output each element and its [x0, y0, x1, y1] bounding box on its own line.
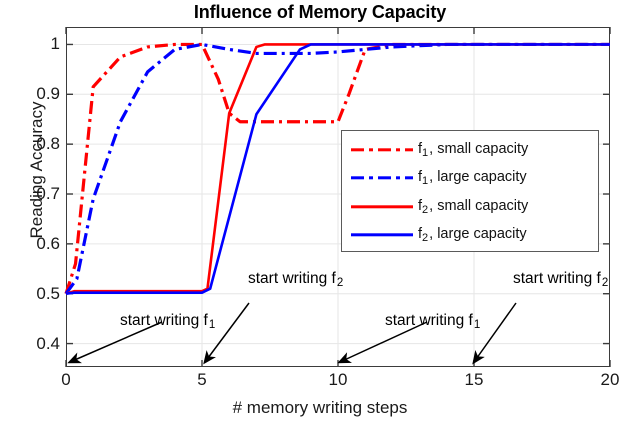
annotation-subscript: 2: [336, 277, 344, 289]
legend-label-rest: , small capacity: [429, 197, 529, 214]
y-tick-label: 0.9: [36, 84, 60, 104]
annotation-label: start writing f2: [248, 270, 343, 289]
legend-line-sample: [351, 143, 413, 157]
x-tick-label: 20: [600, 370, 620, 389]
legend-label-rest: , large capacity: [429, 169, 527, 185]
annotation-text: start writing f: [513, 270, 601, 287]
legend-item-0[interactable]: f1, small capacity: [342, 135, 598, 164]
legend-label: f1, large capacity: [418, 169, 527, 187]
data-series-layer: [64, 42, 610, 296]
y-tick-label: 0.8: [36, 134, 60, 154]
annotation-label: start writing f1: [120, 312, 215, 331]
plot-area: [64, 27, 611, 367]
legend-item-3[interactable]: f2, large capacity: [342, 221, 598, 250]
y-tick-label: 0.5: [36, 283, 60, 303]
annotation-arrow: [67, 321, 163, 364]
legend-label: f2, large capacity: [418, 226, 527, 244]
legend-label-subscript: 1: [422, 146, 429, 159]
annotation-text: start writing f: [120, 312, 208, 329]
x-tick-label: 10: [328, 370, 348, 389]
legend-label-subscript: 2: [422, 232, 429, 244]
legend-label: f1, small capacity: [418, 141, 528, 159]
annotation-label: start writing f1: [385, 312, 480, 331]
annotation-subscript: 2: [601, 277, 609, 289]
legend-line-sample: [351, 228, 413, 242]
x-tick-label: 5: [197, 370, 207, 389]
y-tick-label: 1: [50, 34, 60, 54]
legend-label-subscript: 1: [422, 175, 429, 187]
legend-label-main: f: [418, 169, 423, 185]
y-axis-tick-labels: 0.4 0.5 0.6 0.7 0.8 0.9 1: [0, 27, 60, 367]
legend-line-sample: [351, 171, 413, 185]
x-axis-title: # memory writing steps: [232, 398, 408, 417]
y-tick-label: 0.7: [36, 184, 60, 203]
annotation-text: start writing f: [385, 312, 473, 329]
legend-label-main: f: [418, 197, 423, 214]
series-line-1: [64, 42, 610, 295]
annotation-subscript: 1: [208, 319, 216, 331]
y-tick-label: 0.4: [36, 333, 60, 353]
legend-item-1[interactable]: f1, large capacity: [342, 164, 598, 193]
x-axis-tick-labels: 0 5 10 15 20: [61, 370, 619, 396]
legend-label-subscript: 2: [422, 203, 429, 216]
y-tick-label: 0.6: [36, 233, 60, 253]
annotation-arrow: [472, 302, 517, 365]
annotation-subscript: 1: [473, 319, 481, 331]
annotation-arrow: [203, 302, 250, 365]
series-line-0: [64, 42, 610, 295]
legend-label-main: f: [418, 226, 423, 242]
legend-label-rest: , large capacity: [429, 226, 527, 242]
annotation-arrow: [337, 321, 428, 364]
legend-label-rest: , small capacity: [429, 140, 529, 157]
annotation-label: start writing f2: [513, 270, 608, 289]
series-line-3: [65, 43, 610, 296]
x-tick-label: 15: [464, 370, 484, 389]
annotation-text: start writing f: [248, 270, 336, 287]
legend-label: f2, small capacity: [418, 198, 528, 216]
legend-item-2[interactable]: f2, small capacity: [342, 192, 598, 221]
chart-title: Influence of Memory Capacity: [193, 2, 447, 22]
x-tick-label: 0: [61, 370, 71, 389]
legend-line-sample: [351, 200, 413, 214]
legend-label-main: f: [418, 140, 423, 157]
